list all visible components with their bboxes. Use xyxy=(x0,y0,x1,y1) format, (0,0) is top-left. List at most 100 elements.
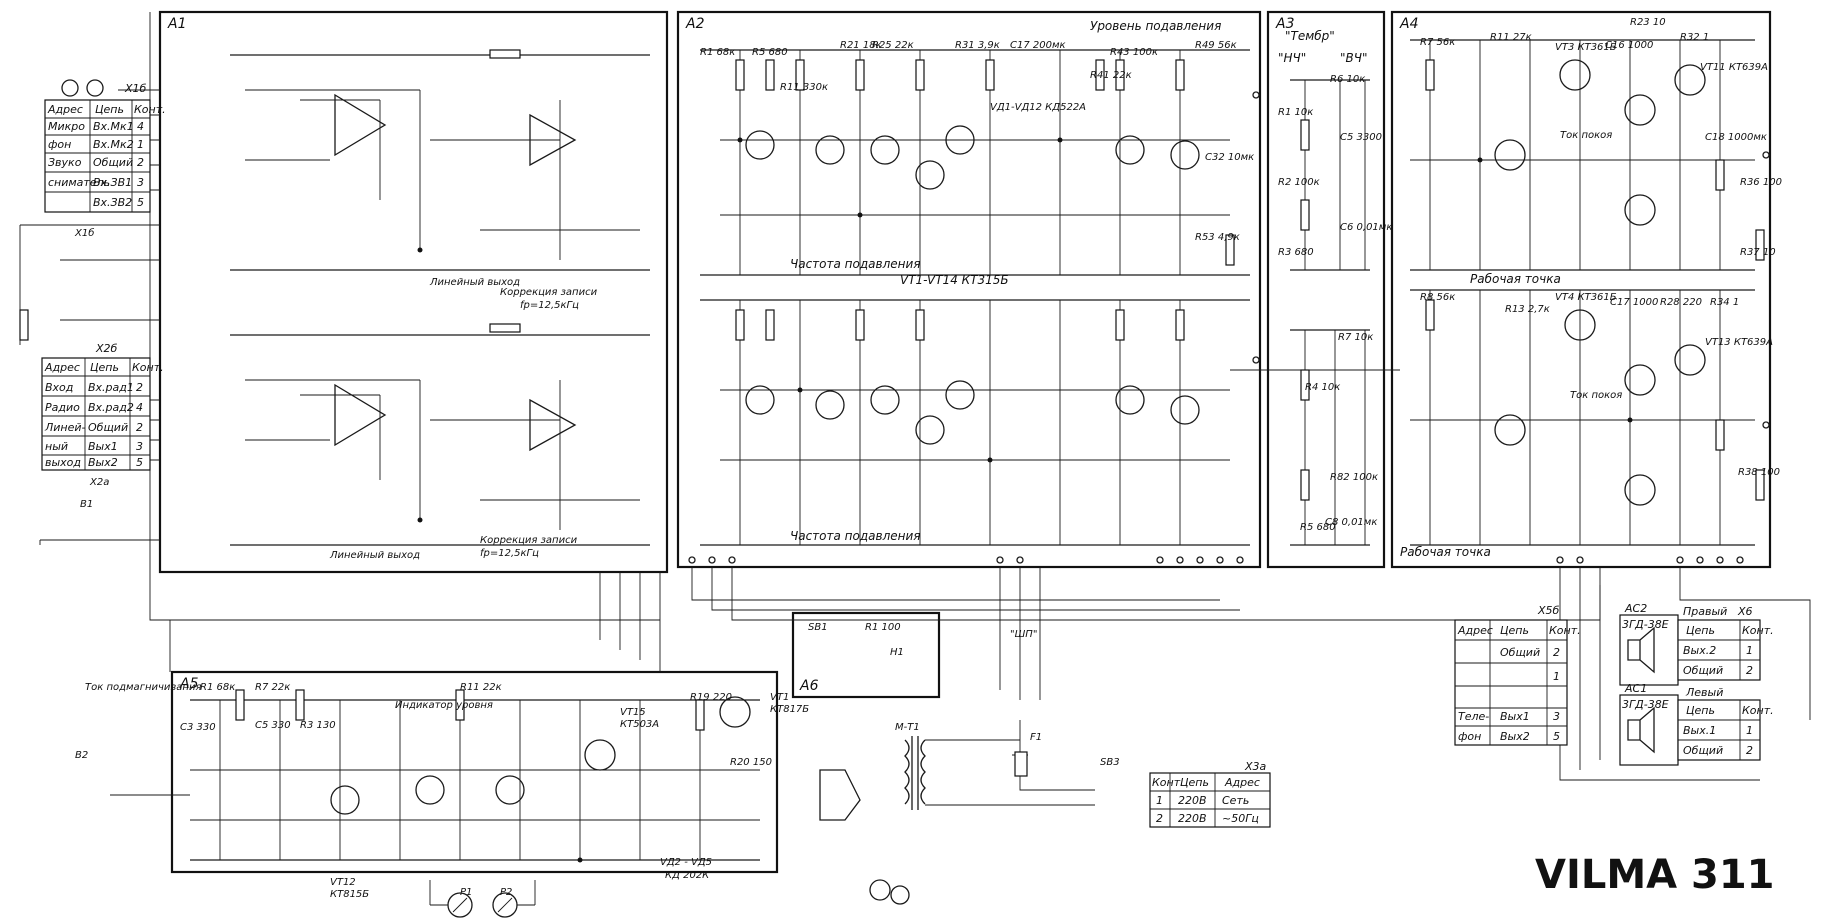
connector-x1a: Адрес Цепь Конт. Микро Вх.Мк1 4 фон Вх.М… xyxy=(44,79,166,213)
x3a-caption: X3а xyxy=(1244,760,1267,773)
x1a-r1-addr: Микро xyxy=(48,120,85,133)
x2b-r3-net: Общий xyxy=(88,421,128,434)
label-vt1-a5: VT1 xyxy=(770,692,789,703)
power-section xyxy=(819,720,1095,905)
x2b-h-net: Цепь xyxy=(90,361,119,374)
label-record-correction-freq-2: fp=12,5кГц xyxy=(480,548,539,559)
block-a2-label: A2 xyxy=(685,16,705,32)
label-bias-current: Ток подмагничивания xyxy=(85,682,201,693)
a4-c16-label: C16 1000 xyxy=(1605,40,1653,51)
x3a-h-net: Цепь xyxy=(1180,776,1209,789)
x5b-r3-net: Вых1 xyxy=(1500,710,1530,723)
a2-vd-label: VД1-VД12 КД522А xyxy=(990,102,1086,113)
ac2-type: 3ГД-38Е xyxy=(1622,618,1669,631)
x5b-h-addr: Адрес xyxy=(1457,624,1493,637)
pin-markers xyxy=(417,91,1770,863)
x2b-r3-addr: Линей- xyxy=(44,421,86,434)
x2b-r1-addr: Вход xyxy=(45,381,73,394)
opamp-da2-1 xyxy=(529,113,577,167)
a4-r7-label: R7 56к xyxy=(1420,37,1455,48)
label-diodes: VД2 - VД5 xyxy=(660,857,712,868)
label-hf: "ВЧ" xyxy=(1340,51,1368,65)
x6-l-r1-net: Вых.1 xyxy=(1683,724,1716,737)
a3-c6-label: C6 0,01мк xyxy=(1340,222,1392,233)
x3a-h-pin: Конт. xyxy=(1152,776,1184,789)
x2b-r5-addr: выход xyxy=(45,456,81,469)
a5-r11-label: R11 22к xyxy=(460,682,502,693)
block-labels: A1 A2 A3 A4 A5 A6 xyxy=(167,16,1418,694)
x1a-r1-pin: 4 xyxy=(137,120,144,133)
a4-vt11-label: VT11 КТ639А xyxy=(1700,62,1768,73)
a5-c3-label: C3 330 xyxy=(180,722,216,733)
a5-r19-label: R19 220 xyxy=(690,692,732,703)
a2-r5-label: R5 680 xyxy=(752,47,788,58)
label-vt15: VT15 xyxy=(620,707,646,718)
a4-vt3-label: VT3 КТ361Б xyxy=(1555,42,1617,53)
x2b-r1-pin: 2 xyxy=(136,381,143,394)
x2b-r5-net: Вых2 xyxy=(88,456,118,469)
a4-r13-label: R13 2,7к xyxy=(1505,304,1550,315)
label-work-point-1: Рабочая точка xyxy=(1470,272,1561,286)
x1a-h-net: Цепь xyxy=(95,103,124,116)
label-sb3: SB3 xyxy=(1100,757,1120,768)
a4-r11-label: R11 27к xyxy=(1490,32,1532,43)
a3-r1-label: R1 10к xyxy=(1278,107,1313,118)
x3a-h-addr: Адрес xyxy=(1224,776,1260,789)
x6-l-r2-pin: 2 xyxy=(1746,744,1753,757)
label-line-out-1: Линейный выход xyxy=(429,277,520,288)
x5b-r1-net: Общий xyxy=(1500,646,1540,659)
label-x1b: X1б xyxy=(74,227,94,239)
x2b-h-addr: Адрес xyxy=(44,361,80,374)
a2-r49-label: R49 56к xyxy=(1195,40,1237,51)
x5b-r4-net: Вых2 xyxy=(1500,730,1530,743)
a2-r11-label: R11 330к xyxy=(780,82,828,93)
a3-c5-label: C5 3300 xyxy=(1340,132,1382,143)
wiring xyxy=(19,12,1811,861)
x6-r-r1-pin: 1 xyxy=(1746,644,1753,657)
x1a-r5-pin: 5 xyxy=(137,196,144,209)
x2b-h-pin: Конт. xyxy=(132,361,164,374)
x5b-caption: X5б xyxy=(1537,604,1560,617)
connector-x5b: Адрес Цепь Конт. Общий 2 1 Теле- Вых1 3 … xyxy=(1454,604,1581,746)
opamp-da2-2 xyxy=(529,398,577,452)
x1a-h-pin: Конт. xyxy=(134,103,166,116)
block-a3-label: A3 xyxy=(1275,16,1294,32)
a6-sb1-label: SB1 xyxy=(808,622,828,633)
a6-h1-label: Н1 xyxy=(890,647,904,658)
a6-r1-label: R1 100 xyxy=(865,622,901,633)
x1a-r1-net: Вх.Мк1 xyxy=(93,120,134,133)
a3-c8-label: C8 0,01мк xyxy=(1325,517,1377,528)
block-a6 xyxy=(791,611,941,699)
x1a-r2-addr: фон xyxy=(48,138,71,151)
x6-r-r2-net: Общий xyxy=(1683,664,1723,677)
block-a1-label: A1 xyxy=(167,16,186,32)
x2b-r2-pin: 4 xyxy=(136,401,143,414)
opamp-da1-2 xyxy=(334,383,387,447)
x2b-r4-pin: 3 xyxy=(136,440,143,453)
ac1-label: АС1 xyxy=(1624,682,1647,695)
x2b-r3-pin: 2 xyxy=(136,421,143,434)
label-shp: "ШП" xyxy=(1010,629,1037,640)
block-a5 xyxy=(170,670,779,874)
block-a6-label: A6 xyxy=(799,678,819,694)
a5-c5-label: C5 330 xyxy=(255,720,291,731)
x5b-r4-pin: 5 xyxy=(1553,730,1560,743)
a3-r5-label: R5 680 xyxy=(1300,522,1336,533)
a2-c17-label: C17 200мк xyxy=(1010,40,1066,51)
label-fuse: F1 xyxy=(1030,732,1042,743)
x6-h-net-r: Цепь xyxy=(1686,624,1715,637)
a4-r8-label: R8 56к xyxy=(1420,292,1455,303)
ac1-type: 3ГД-38Е xyxy=(1622,698,1669,711)
label-kt503a: КТ503А xyxy=(620,719,659,730)
x5b-r3-pin: 3 xyxy=(1553,710,1560,723)
x2b-r2-net: Вх.рад2 xyxy=(88,401,134,414)
x6-caption: X6 xyxy=(1737,605,1753,618)
x1a-r2-net: Вх.Мк2 xyxy=(93,138,134,151)
label-suppression-level: Уровень подавления xyxy=(1090,19,1221,33)
x6-h-pin-l: Конт. xyxy=(1742,704,1774,717)
a2-r43-label: R43 100к xyxy=(1110,47,1158,58)
x6-left-caption: Левый xyxy=(1685,686,1723,699)
resistors xyxy=(19,49,1765,731)
a4-r23-label: R23 10 xyxy=(1630,17,1666,28)
meters xyxy=(429,880,536,918)
